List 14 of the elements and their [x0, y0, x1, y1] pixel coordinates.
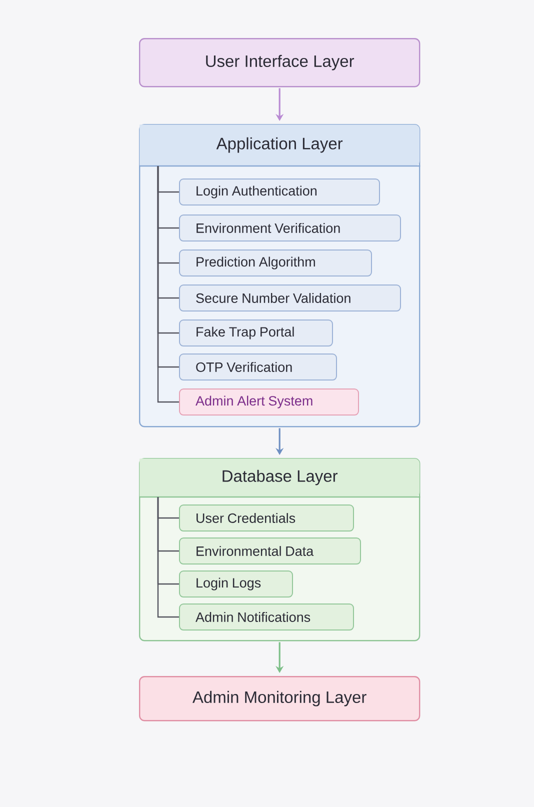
item-box: Admin Alert System: [179, 388, 359, 416]
item-box: Login Logs: [179, 570, 293, 598]
item-box: Admin Notifications: [179, 604, 354, 630]
item-box: Prediction Algorithm: [179, 250, 372, 276]
item-box: Environment Verification: [179, 214, 401, 242]
item-box: Secure Number Validation: [179, 284, 401, 312]
layer-box: Admin Monitoring Layer: [139, 676, 420, 722]
tree-connector: [157, 497, 179, 618]
item-box: User Credentials: [179, 504, 354, 532]
layer-box: User Interface Layer: [139, 38, 420, 88]
item-box: Environmental Data: [179, 538, 361, 564]
item-box: Fake Trap Portal: [179, 320, 333, 346]
item-box: Login Authentication: [179, 178, 380, 206]
item-box: OTP Verification: [179, 354, 337, 380]
